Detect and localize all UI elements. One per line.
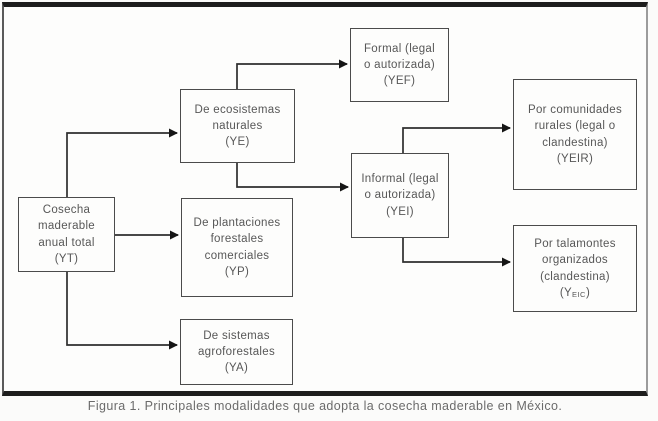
node-formal: Formal (legal o autorizada) (YEF) bbox=[350, 28, 449, 102]
node-line: (YP) bbox=[224, 265, 250, 278]
node-line: (YEF) bbox=[383, 75, 416, 88]
node-comunidades-rurales: Por comunidades rurales (legal o clandes… bbox=[513, 79, 637, 190]
node-line: (YE) bbox=[225, 136, 250, 149]
node-line: maderable bbox=[37, 220, 96, 233]
node-line: anual total bbox=[38, 236, 95, 249]
node-line: o autorizada) bbox=[364, 189, 436, 202]
label-suffix: ) bbox=[585, 286, 591, 299]
node-ecosistemas-naturales: De ecosistemas naturales (YE) bbox=[180, 89, 295, 163]
node-line: Por talamontes bbox=[534, 237, 616, 250]
node-label-yeic: (YEIC) bbox=[516, 285, 634, 301]
node-line: (YA) bbox=[224, 362, 249, 375]
node-line: naturales bbox=[212, 119, 263, 132]
node-line: De plantaciones bbox=[193, 216, 281, 229]
node-line: rurales (legal o bbox=[534, 120, 616, 133]
node-line: organizados bbox=[542, 254, 608, 267]
node-line: comerciales bbox=[204, 249, 270, 262]
node-line: forestales bbox=[210, 233, 264, 246]
node-line: (YEI) bbox=[386, 205, 414, 218]
node-informal: Informal (legal o autorizada) (YEI) bbox=[351, 153, 449, 238]
node-line: o autorizada) bbox=[363, 58, 436, 71]
node-line: (YT) bbox=[54, 252, 79, 265]
node-line: agroforestales bbox=[197, 345, 276, 358]
node-line: (clandestina) bbox=[540, 270, 610, 283]
label-subscript: EIC bbox=[571, 289, 586, 299]
node-line: clandestina) bbox=[542, 136, 608, 149]
node-line: De ecosistemas bbox=[194, 103, 281, 116]
figure-caption: Figura 1. Principales modalidades que ad… bbox=[87, 399, 563, 413]
node-talamontes-organizados: Por talamontes organizados (clandestina)… bbox=[513, 225, 637, 312]
node-plantaciones-comerciales: De plantaciones forestales comerciales (… bbox=[181, 198, 293, 297]
node-line: Por comunidades bbox=[528, 103, 622, 116]
node-line: (YEIR) bbox=[556, 152, 594, 165]
node-line: Formal (legal bbox=[363, 42, 435, 55]
node-line: Cosecha bbox=[42, 203, 91, 216]
node-sistemas-agroforestales: De sistemas agroforestales (YA) bbox=[180, 319, 293, 385]
label-prefix: (Y bbox=[559, 286, 572, 299]
node-line: De sistemas bbox=[203, 329, 270, 342]
node-line: Informal (legal bbox=[361, 173, 439, 185]
node-cosecha-total: Cosecha maderable anual total (YT) bbox=[18, 197, 115, 272]
